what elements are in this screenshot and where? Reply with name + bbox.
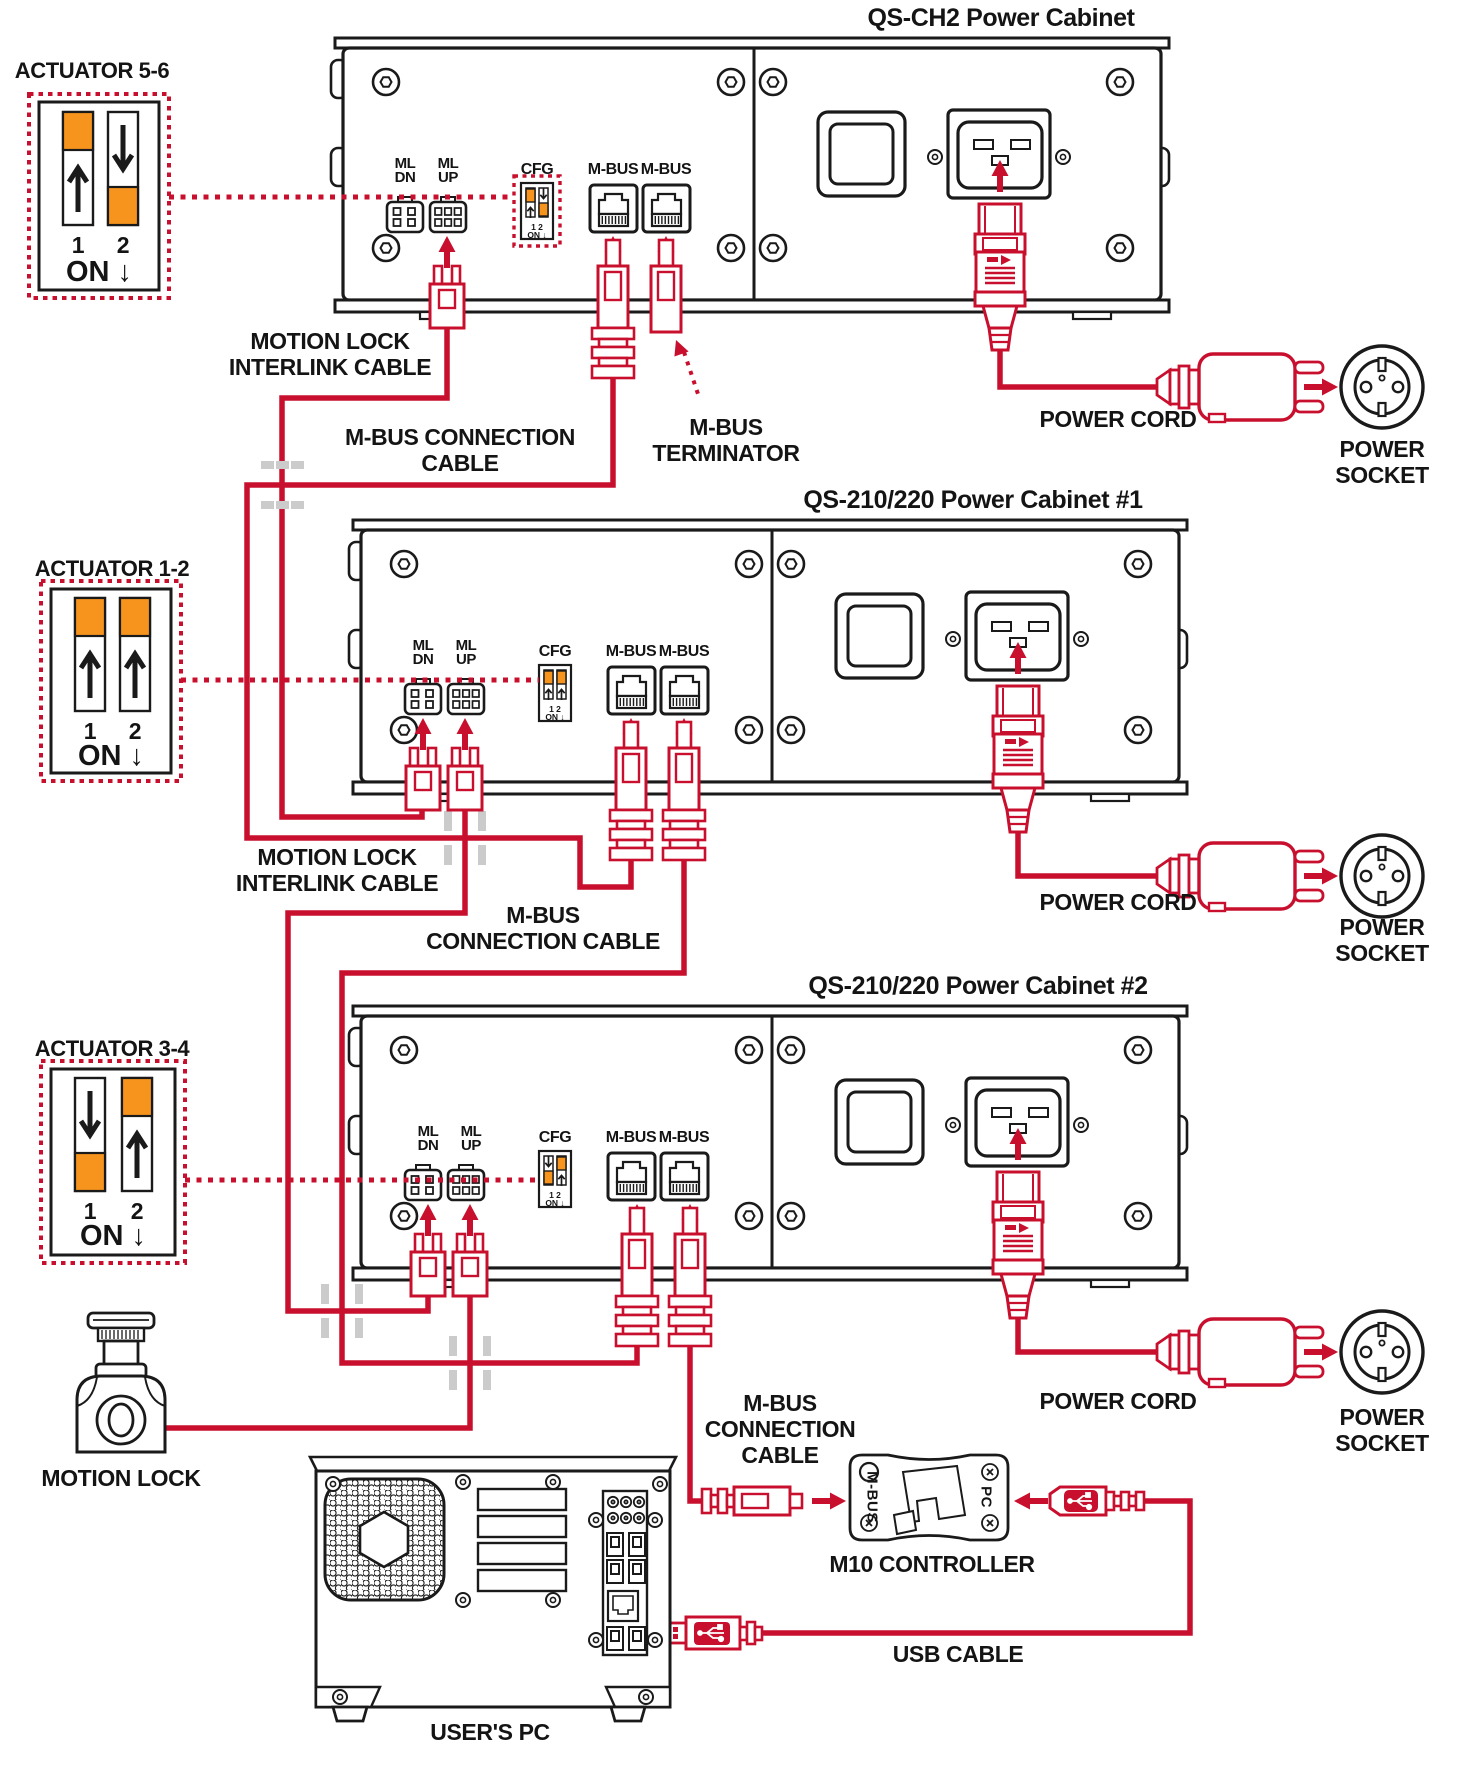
actuator-1-2-box — [39, 579, 183, 783]
m10-logo-dot — [892, 1509, 918, 1536]
actuator-pin: 1 — [83, 1198, 97, 1224]
arrow-right-icon — [1304, 378, 1338, 396]
label-power-socket-2: POWER SOCKET — [1335, 914, 1429, 967]
port-label-ml-up: ML UP — [460, 1123, 482, 1155]
arrow-right-icon — [1304, 1343, 1338, 1361]
cfg-pins: 1 2 — [549, 704, 561, 714]
expansion-slots — [476, 1487, 568, 1593]
label-power-cord-1: POWER CORD — [1039, 406, 1197, 432]
actuator-on-label: ON ↓ — [79, 1220, 147, 1252]
actuator-pin: 1 — [83, 718, 97, 744]
label-usb-cable: USB CABLE — [892, 1641, 1024, 1667]
c19-plug — [991, 1170, 1045, 1320]
terminator-pointer-arrow — [674, 340, 689, 357]
cfg-on: ON ↓ — [545, 1198, 565, 1208]
label-m10-controller: M10 CONTROLLER — [829, 1551, 1035, 1577]
label-interlink-cable-2: MOTION LOCK INTERLINK CABLE — [235, 844, 439, 897]
label-motion-lock: MOTION LOCK — [41, 1465, 201, 1491]
motion-lock-cable — [122, 1294, 473, 1431]
cfg-dip-state-ch2 — [512, 174, 562, 248]
cabinet-title-1: QS-210/220 Power Cabinet #1 — [803, 486, 1143, 514]
actuator-pin: 1 — [71, 232, 85, 258]
label-mbus-terminator: M-BUS TERMINATOR — [652, 414, 800, 467]
arrow-left-icon — [1014, 1492, 1048, 1510]
cfg-on: ON ↓ — [545, 712, 565, 722]
actuator-5-6-title: ACTUATOR 5-6 — [14, 58, 170, 83]
label-power-cord-3: POWER CORD — [1039, 1388, 1197, 1414]
power-cord-2 — [1015, 832, 1157, 879]
port-label-ml-dn: ML DN — [394, 155, 416, 187]
dip-link-lines — [169, 194, 539, 1183]
label-power-cord-2: POWER CORD — [1039, 889, 1197, 915]
label-power-socket-1: POWER SOCKET — [1335, 436, 1429, 489]
usb-mini-plug — [1048, 1485, 1146, 1517]
mbus-connection-cable-1 — [244, 378, 634, 890]
port-label-ml-dn: ML DN — [417, 1123, 439, 1155]
power-socket — [1339, 833, 1425, 919]
label-interlink-cable-1: MOTION LOCK INTERLINK CABLE — [228, 328, 432, 381]
port-label-mbus: M-BUS — [605, 643, 657, 660]
cabinet-title-ch2: QS-CH2 Power Cabinet — [867, 4, 1135, 32]
port-label-ml-up: ML UP — [437, 155, 459, 187]
power-socket — [1339, 344, 1425, 430]
cfg-pins: 1 2 — [531, 222, 543, 232]
port-label-cfg: CFG — [538, 643, 572, 660]
actuator-3-4-title: ACTUATOR 3-4 — [34, 1036, 190, 1061]
port-label-ml-dn: ML DN — [412, 637, 434, 669]
label-users-pc: USER'S PC — [430, 1719, 550, 1745]
power-cord-1 — [997, 350, 1157, 390]
io-panel — [601, 1489, 649, 1657]
port-label-ml-up: ML UP — [455, 637, 477, 669]
users-pc — [307, 1455, 679, 1723]
arrow-right-icon — [812, 1492, 846, 1510]
port-label-cfg: CFG — [520, 161, 554, 178]
mbus-connection-cable-2 — [339, 860, 687, 1366]
port-label-cfg: CFG — [538, 1129, 572, 1146]
actuator-pin: 2 — [116, 232, 130, 258]
cables — [122, 326, 1193, 1636]
port-label-mbus: M-BUS — [658, 643, 710, 660]
usb-a-plug — [666, 1615, 764, 1651]
m10-pc-side-label: PC — [977, 1486, 995, 1508]
label-mbus-cable-3: M-BUS CONNECTION CABLE — [704, 1390, 856, 1469]
actuator-pin: 2 — [130, 1198, 144, 1224]
port-label-mbus: M-BUS — [658, 1129, 710, 1146]
usb-cable — [762, 1498, 1193, 1636]
actuator-pin: 2 — [128, 718, 142, 744]
qs-ch2-plugs — [428, 236, 700, 395]
m10-mbus-side-label: M-BUS — [863, 1471, 881, 1523]
label-mbus-cable-1: M-BUS CONNECTION CABLE — [345, 424, 575, 477]
cabinet-title-2: QS-210/220 Power Cabinet #2 — [808, 972, 1148, 1000]
terminator-pointer-line — [682, 351, 700, 395]
m10-controller — [848, 1453, 1010, 1542]
actuator-1-2-title: ACTUATOR 1-2 — [34, 556, 190, 581]
cfg-on: ON ↓ — [527, 230, 547, 240]
label-mbus-cable-2: M-BUS CONNECTION CABLE — [426, 902, 660, 955]
motion-lock — [75, 1311, 167, 1454]
cfg-pins: 1 2 — [549, 1190, 561, 1200]
port-label-mbus: M-BUS — [640, 161, 692, 178]
power-socket — [1339, 1309, 1425, 1395]
motion-lock-interlink-cable-2 — [285, 808, 468, 1314]
port-label-mbus: M-BUS — [587, 161, 639, 178]
label-power-socket-3: POWER SOCKET — [1335, 1404, 1429, 1457]
schuko-plug — [1155, 1317, 1325, 1389]
c19-plug — [991, 684, 1045, 834]
actuator-3-4-box — [39, 1059, 187, 1265]
actuator-on-label: ON ↓ — [65, 256, 133, 288]
port-label-mbus: M-BUS — [605, 1129, 657, 1146]
arrow-right-icon — [1304, 867, 1338, 885]
power-cord-3 — [1015, 1318, 1157, 1355]
m10-mbus-plug — [700, 1485, 804, 1517]
mbus-connection-cable-3 — [687, 1346, 702, 1504]
c19-plug — [973, 202, 1027, 352]
actuator-on-label: ON ↓ — [77, 740, 145, 772]
motion-lock-interlink-cable-1 — [279, 326, 450, 820]
